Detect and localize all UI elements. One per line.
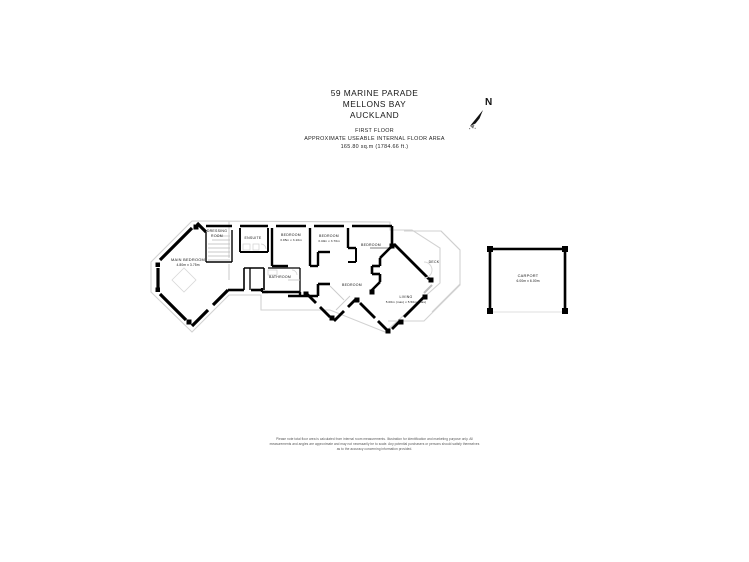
room-label-bedroom-2: BEDROOM 3.40m x 3.70m: [318, 234, 340, 243]
area-value: 165.80 sq.m (1784.66 ft.): [340, 144, 409, 151]
plan-outline-light: [150, 220, 461, 333]
property-address: 59 MARINE PARADE MELLONS BAY AUCKLAND: [0, 88, 749, 122]
floor-label: FIRST FLOOR: [355, 127, 394, 134]
room-label-bedroom-3: BEDROOM: [361, 243, 381, 247]
internal-partitions: [205, 228, 357, 292]
room-label-living: LIVING 5.00m (max) x 5.50m (max): [385, 295, 427, 304]
disclaimer-text: Please note total floor area is calculat…: [0, 437, 749, 452]
address-line-2: MELLONS BAY: [342, 99, 407, 110]
room-label-bathroom: BATHROOM: [268, 275, 292, 279]
deck-area: [406, 230, 461, 313]
address-line-1: 59 MARINE PARADE: [330, 88, 419, 98]
room-label-dressing-room: DRESSING ROOM: [206, 229, 228, 238]
north-arrow-icon: [469, 110, 483, 130]
living-wing-walls: [303, 226, 434, 334]
room-label-ensuite: ENSUITE: [244, 236, 262, 240]
room-label-main-bedroom: MAIN BEDROOM 4.80m x 3.75m: [170, 257, 206, 267]
room-label-bedroom-4: BEDROOM: [342, 283, 362, 287]
compass-north-label: N: [485, 97, 493, 108]
plan-subtitle: FIRST FLOOR APPROXIMATE USEABLE INTERNAL…: [0, 127, 749, 152]
disclaimer-line-2: measurements and angles are approximate …: [269, 442, 480, 446]
central-block-walls: [206, 224, 392, 298]
room-label-deck: DECK: [428, 260, 440, 264]
area-caption: APPROXIMATE USEABLE INTERNAL FLOOR AREA: [304, 136, 445, 143]
room-label-bedroom-1: BEDROOM 3.95m x 3.10m: [280, 233, 302, 242]
address-line-3: AUCKLAND: [349, 110, 400, 121]
disclaimer-line-3: as to the accuracy concerning informatio…: [336, 447, 413, 451]
disclaimer-line-1: Please note total floor area is calculat…: [276, 437, 473, 441]
room-label-carport: CARPORT 6.00m x 6.00m: [516, 273, 540, 283]
carport-structure: [487, 246, 568, 314]
plan-header: 59 MARINE PARADE MELLONS BAY AUCKLAND FI…: [0, 88, 749, 152]
compass-rose: N: [466, 98, 502, 132]
main-bedroom-walls: [155, 221, 230, 328]
